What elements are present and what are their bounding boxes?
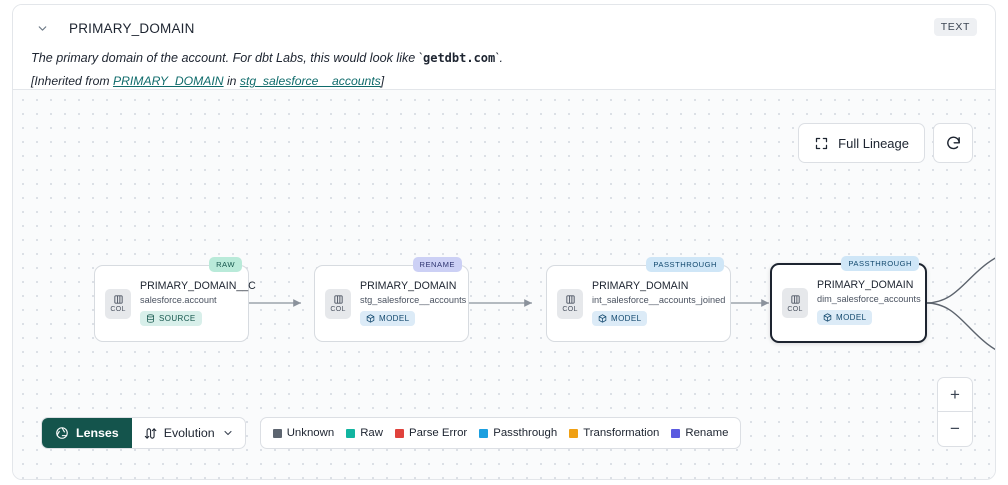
node-body: PRIMARY_DOMAIN dim_salesforce_accounts M… bbox=[817, 279, 921, 327]
node-column-name: PRIMARY_DOMAIN bbox=[360, 279, 457, 292]
inherited-from-line: [Inherited from PRIMARY_DOMAIN in stg_sa… bbox=[31, 74, 977, 88]
legend-swatch bbox=[671, 428, 681, 438]
legend-item: Raw bbox=[346, 427, 383, 439]
node-column-name: PRIMARY_DOMAIN bbox=[817, 279, 914, 291]
zoom-controls: + − bbox=[937, 377, 973, 447]
lineage-node-selected[interactable]: PASSTHROUGH COL PRIMARY_DOMAIN dim_sales… bbox=[770, 256, 927, 343]
legend-label: Unknown bbox=[286, 427, 335, 439]
column-description: The primary domain of the account. For d… bbox=[31, 49, 977, 67]
chevron-down-icon[interactable] bbox=[35, 21, 49, 35]
lenses-evolution-control: Lenses Evolution bbox=[41, 417, 246, 449]
node-type-badge: PASSTHROUGH bbox=[646, 257, 724, 272]
refresh-icon bbox=[945, 135, 962, 152]
legend-swatch bbox=[479, 428, 489, 438]
inherited-prefix: [Inherited from bbox=[31, 74, 113, 89]
evolution-arrows-icon bbox=[143, 426, 157, 441]
page-title: PRIMARY_DOMAIN bbox=[69, 20, 195, 36]
inherited-column-link[interactable]: PRIMARY_DOMAIN bbox=[112, 74, 224, 89]
inherited-mid: in bbox=[223, 74, 240, 89]
expand-brackets-icon bbox=[814, 136, 829, 151]
canvas-bottom-bar: Lenses Evolution bbox=[41, 417, 742, 449]
node-asset-label: MODEL bbox=[379, 313, 410, 323]
legend-item: Parse Error bbox=[394, 427, 468, 439]
lineage-node[interactable]: RAW COL PRIMARY_DOMAIN__C salesforce.acc… bbox=[94, 257, 256, 342]
aperture-icon bbox=[55, 426, 69, 440]
legend-label: Raw bbox=[360, 427, 383, 439]
col-chip: COL bbox=[325, 288, 351, 319]
description-suffix: `. bbox=[495, 51, 503, 65]
lineage-node[interactable]: PASSTHROUGH COL PRIMARY_DOMAIN int_sales… bbox=[546, 257, 731, 342]
col-chip-label: COL bbox=[787, 305, 803, 313]
node-asset-tag: MODEL bbox=[592, 310, 648, 326]
node-asset-tag: MODEL bbox=[817, 310, 873, 325]
legend-item: Rename bbox=[671, 427, 728, 439]
legend-item: Unknown bbox=[272, 427, 335, 439]
node-asset-label: MODEL bbox=[611, 313, 642, 323]
node-type-badge: RENAME bbox=[412, 257, 462, 272]
node-asset-tag: MODEL bbox=[360, 310, 416, 326]
lenses-button[interactable]: Lenses bbox=[42, 418, 132, 448]
cube-icon bbox=[598, 313, 607, 323]
edge-out-bottom bbox=[925, 302, 995, 351]
legend-swatch bbox=[346, 428, 356, 438]
legend-label: Transformation bbox=[583, 427, 660, 439]
node-asset-tag: SOURCE bbox=[140, 310, 202, 326]
node-column-name: PRIMARY_DOMAIN__C bbox=[140, 279, 256, 292]
legend-label: Passthrough bbox=[493, 427, 558, 439]
legend-item: Passthrough bbox=[479, 427, 557, 439]
description-prefix: The primary domain of the account. For d… bbox=[31, 51, 423, 65]
status-badge: TEXT bbox=[933, 18, 977, 36]
full-lineage-label: Full Lineage bbox=[838, 135, 909, 151]
node-type-badge: PASSTHROUGH bbox=[841, 256, 919, 271]
legend-swatch bbox=[272, 428, 282, 438]
column-detail-card: PRIMARY_DOMAIN TEXT The primary domain o… bbox=[12, 4, 996, 480]
inherited-model-link[interactable]: stg_salesforce__accounts bbox=[239, 74, 381, 89]
legend: Unknown Raw Parse Error Passthrough bbox=[259, 417, 742, 449]
col-chip: COL bbox=[105, 288, 131, 319]
col-chip: COL bbox=[782, 288, 808, 318]
cube-icon bbox=[366, 313, 375, 323]
node-column-name: PRIMARY_DOMAIN bbox=[592, 279, 689, 292]
description-code: getdbt.com bbox=[423, 51, 496, 65]
col-chip-label: COL bbox=[562, 306, 578, 313]
edge-out-top bbox=[925, 257, 995, 304]
full-lineage-button[interactable]: Full Lineage bbox=[798, 123, 925, 163]
node-body: PRIMARY_DOMAIN__C salesforce.account SOU… bbox=[140, 280, 256, 328]
node-table-name: dim_salesforce_accounts bbox=[817, 294, 921, 304]
col-chip: COL bbox=[557, 288, 583, 319]
legend-label: Rename bbox=[685, 427, 729, 439]
lenses-label: Lenses bbox=[76, 426, 119, 440]
legend-swatch bbox=[394, 428, 404, 438]
legend-item: Transformation bbox=[569, 427, 659, 439]
node-table-name: salesforce.account bbox=[140, 294, 217, 305]
node-body: PRIMARY_DOMAIN int_salesforce__accounts_… bbox=[592, 280, 725, 328]
node-table-name: stg_salesforce__accounts bbox=[360, 294, 467, 305]
inherited-suffix: ] bbox=[380, 74, 385, 89]
legend-swatch bbox=[569, 428, 579, 438]
zoom-out-button[interactable]: − bbox=[950, 419, 960, 438]
node-asset-label: SOURCE bbox=[159, 313, 196, 323]
lineage-canvas[interactable]: RAW COL PRIMARY_DOMAIN__C salesforce.acc… bbox=[13, 89, 995, 479]
canvas-controls: Full Lineage bbox=[798, 123, 973, 163]
node-body: PRIMARY_DOMAIN stg_salesforce__accounts … bbox=[360, 280, 466, 328]
node-table-name: int_salesforce__accounts_joined bbox=[592, 294, 726, 305]
evolution-label: Evolution bbox=[163, 426, 215, 440]
col-chip-label: COL bbox=[110, 306, 126, 313]
database-icon bbox=[146, 313, 155, 323]
zoom-in-button[interactable]: + bbox=[938, 378, 972, 412]
refresh-button[interactable] bbox=[933, 123, 973, 163]
legend-label: Parse Error bbox=[408, 427, 468, 439]
node-asset-label: MODEL bbox=[836, 313, 867, 322]
card-header: PRIMARY_DOMAIN TEXT The primary domain o… bbox=[13, 5, 995, 89]
evolution-dropdown[interactable]: Evolution bbox=[132, 418, 245, 448]
lineage-node[interactable]: RENAME COL PRIMARY_DOMAIN stg_salesforce… bbox=[314, 257, 469, 342]
col-chip-label: COL bbox=[330, 306, 346, 313]
chevron-down-icon bbox=[222, 427, 234, 439]
header-title-row: PRIMARY_DOMAIN bbox=[31, 17, 977, 39]
cube-icon bbox=[823, 313, 832, 322]
node-type-badge: RAW bbox=[209, 257, 242, 272]
